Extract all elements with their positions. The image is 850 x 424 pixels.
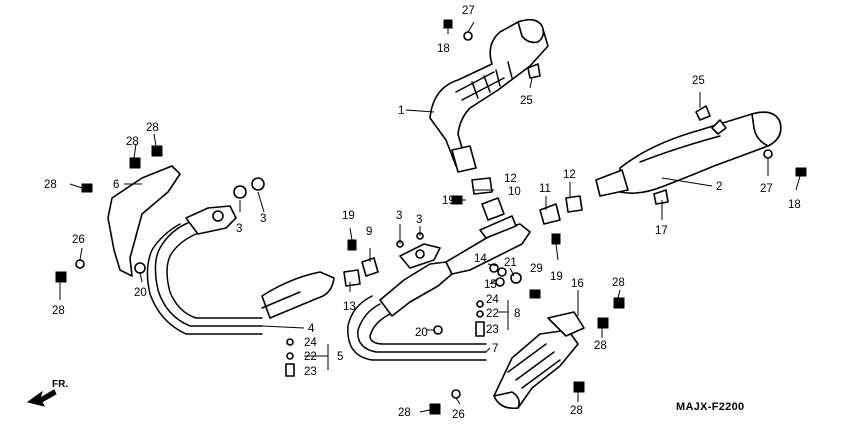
callout-26a: 26	[72, 234, 85, 246]
callout-3b: 3	[260, 213, 266, 225]
muffler-bracket	[107, 145, 181, 277]
callout-28a: 28	[44, 179, 57, 191]
callout-29: 29	[530, 263, 543, 275]
callout-28d: 28	[52, 305, 65, 317]
callout-1: 1	[398, 105, 404, 117]
lower-exhaust-pipe	[493, 311, 585, 410]
right-muffler	[595, 111, 782, 197]
callout-28b: 28	[126, 136, 139, 148]
exhaust-pipe-center	[347, 215, 531, 361]
callout-25a: 25	[520, 95, 533, 107]
small-parts	[55, 19, 807, 415]
callout-4: 4	[308, 323, 315, 335]
callout-2: 2	[716, 181, 722, 193]
callout-28e: 28	[398, 407, 411, 419]
callout-23b: 23	[486, 324, 499, 336]
callout-27a: 27	[462, 5, 475, 17]
callout-28c: 28	[146, 122, 159, 134]
front-direction-arrow	[26, 389, 57, 407]
callout-20a: 20	[134, 287, 147, 299]
diagram-code: MAJX-F2200	[676, 401, 744, 413]
callout-24b: 24	[486, 294, 499, 306]
callout-21: 21	[504, 257, 517, 269]
callout-6: 6	[113, 179, 119, 191]
callout-25b: 25	[692, 75, 705, 87]
callout-13: 13	[343, 301, 356, 313]
callout-26b: 26	[452, 409, 465, 421]
callout-8: 8	[514, 308, 520, 320]
callout-7: 7	[492, 343, 498, 355]
front-arrow-label: FR.	[52, 379, 68, 390]
left-muffler	[429, 18, 549, 173]
callout-3d: 3	[416, 214, 422, 226]
callout-16: 16	[571, 278, 584, 290]
callout-3a: 3	[236, 223, 242, 235]
exhaust-pipe-left	[146, 205, 335, 335]
callout-17: 17	[655, 225, 668, 237]
callout-18b: 18	[788, 199, 801, 211]
callout-19a: 19	[442, 195, 455, 207]
callout-9: 9	[366, 226, 372, 238]
callout-22a: 22	[304, 351, 317, 363]
callout-labels: 1 2 3 3 3 3 4 5 6 7 8 9 10 11 12 12 13 1…	[44, 5, 801, 421]
callout-20b: 20	[415, 327, 428, 339]
callout-28f: 28	[570, 405, 583, 417]
callout-15: 15	[484, 279, 497, 291]
callout-10: 10	[508, 186, 521, 198]
callout-11: 11	[539, 183, 551, 195]
callout-27b: 27	[760, 183, 773, 195]
callout-19c: 19	[550, 271, 563, 283]
callout-5: 5	[337, 351, 343, 363]
callout-24a: 24	[304, 337, 317, 349]
callout-19b: 19	[342, 210, 355, 222]
callout-12b: 12	[563, 169, 576, 181]
callout-18a: 18	[437, 43, 450, 55]
callout-28g: 28	[612, 277, 625, 289]
leader-lines	[59, 21, 801, 413]
callout-3c: 3	[396, 210, 402, 222]
callout-28h: 28	[594, 340, 607, 352]
callout-22b: 22	[486, 308, 499, 320]
callout-12a: 12	[504, 173, 517, 185]
callout-14: 14	[474, 253, 487, 265]
callout-23a: 23	[304, 366, 317, 378]
